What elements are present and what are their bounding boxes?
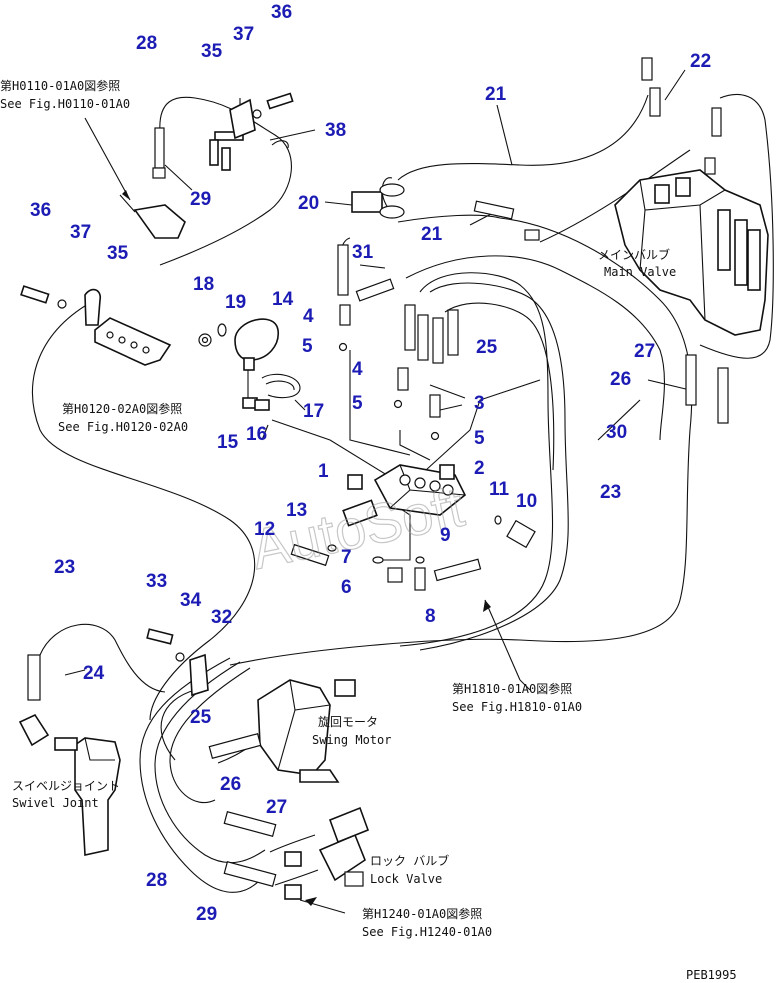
swing-motor xyxy=(208,679,356,783)
swivel-joint xyxy=(18,654,121,856)
callout-25b: 25 xyxy=(190,707,212,728)
ref-h1240-en: See Fig.H1240-01A0 xyxy=(362,925,492,939)
callout-23b: 23 xyxy=(54,557,75,578)
lock-valve xyxy=(223,806,370,900)
callout-3: 3 xyxy=(474,393,485,414)
callout-11: 11 xyxy=(489,479,510,500)
swivel-joint-label-en: Swivel Joint xyxy=(12,796,99,810)
callout-21a: 21 xyxy=(485,84,507,105)
callout-22: 22 xyxy=(690,51,711,72)
callout-25a: 25 xyxy=(476,337,498,358)
callout-37a: 37 xyxy=(233,24,254,45)
callout-8: 8 xyxy=(425,606,436,627)
callout-20: 20 xyxy=(298,193,319,214)
callout-33: 33 xyxy=(146,571,167,592)
reference-arrows xyxy=(122,190,491,906)
ref-h0120-jp: 第H0120-02A0図参照 xyxy=(62,401,182,416)
callout-2: 2 xyxy=(474,458,485,479)
callout-38: 38 xyxy=(325,120,346,141)
callout-18: 18 xyxy=(193,274,214,295)
main-valve xyxy=(614,57,769,424)
accumulator xyxy=(198,318,301,411)
swing-motor-label-jp: 旋回モータ xyxy=(318,715,378,729)
ref-h1810-jp: 第H1810-01A0図参照 xyxy=(452,681,572,696)
callout-28b: 28 xyxy=(146,870,167,891)
callout-35a: 35 xyxy=(201,41,223,62)
lock-valve-label-en: Lock Valve xyxy=(370,872,442,886)
callout-6: 6 xyxy=(341,577,352,598)
bracket-clamp xyxy=(146,628,209,697)
callout-23a: 23 xyxy=(600,482,621,503)
callout-15: 15 xyxy=(217,432,239,453)
ref-h0110-en: See Fig.H0110-01A0 xyxy=(0,97,130,111)
swing-motor-label-en: Swing Motor xyxy=(312,733,391,747)
callout-26b: 26 xyxy=(220,774,241,795)
callout-21b: 21 xyxy=(421,224,443,245)
callout-24: 24 xyxy=(83,663,105,684)
callout-27a: 27 xyxy=(634,341,655,362)
watermark: AutoSoft xyxy=(245,474,470,582)
callout-16: 16 xyxy=(246,424,267,445)
fittings xyxy=(290,183,540,591)
callout-29a: 29 xyxy=(190,189,211,210)
callout-34: 34 xyxy=(180,590,202,611)
callout-36b: 36 xyxy=(30,200,51,221)
drawing-code: PEB1995 xyxy=(686,968,737,982)
callout-13: 13 xyxy=(286,500,307,521)
main-valve-label-en: Main Valve xyxy=(604,265,676,279)
callout-12: 12 xyxy=(254,519,275,540)
clamp-parts-left xyxy=(20,285,172,366)
clamp-parts-upper xyxy=(119,92,294,239)
callout-4a: 4 xyxy=(303,306,314,327)
callout-37b: 37 xyxy=(70,222,91,243)
callout-17: 17 xyxy=(303,401,324,422)
callout-5c: 5 xyxy=(474,428,485,449)
callout-7: 7 xyxy=(341,547,352,568)
callout-35b: 35 xyxy=(107,243,129,264)
callout-36a: 36 xyxy=(271,2,292,23)
callout-30: 30 xyxy=(606,422,627,443)
callout-14: 14 xyxy=(272,289,294,310)
main-valve-label-jp: メインバルブ xyxy=(598,247,670,262)
callout-26a: 26 xyxy=(610,369,631,390)
callout-27b: 27 xyxy=(266,797,287,818)
callout-5b: 5 xyxy=(352,393,363,414)
callout-10: 10 xyxy=(516,491,537,512)
callout-numbers: 36 37 28 35 38 29 22 21 20 21 36 37 35 1… xyxy=(30,2,711,925)
swivel-joint-label-jp: スイベルジョイント xyxy=(12,779,120,793)
callout-31: 31 xyxy=(352,242,374,263)
callout-19: 19 xyxy=(225,292,246,313)
callout-1: 1 xyxy=(318,461,329,482)
callout-5a: 5 xyxy=(302,336,313,357)
hose-lines xyxy=(31,94,774,893)
ref-h1240-jp: 第H1240-01A0図参照 xyxy=(362,906,482,921)
lock-valve-label-jp: ロック バルブ xyxy=(370,853,449,868)
callout-32: 32 xyxy=(211,607,232,628)
svg-text:AutoSoft: AutoSoft xyxy=(246,475,470,581)
ref-h0110-jp: 第H0110-01A0図参照 xyxy=(0,78,120,93)
ref-h1810-en: See Fig.H1810-01A0 xyxy=(452,700,582,714)
ref-h0120-en: See Fig.H0120-02A0 xyxy=(58,420,188,434)
callout-29b: 29 xyxy=(196,904,217,925)
solenoid-valve-block xyxy=(342,464,467,527)
callout-28a: 28 xyxy=(136,33,157,54)
callout-4b: 4 xyxy=(352,359,363,380)
callout-9: 9 xyxy=(440,525,451,546)
